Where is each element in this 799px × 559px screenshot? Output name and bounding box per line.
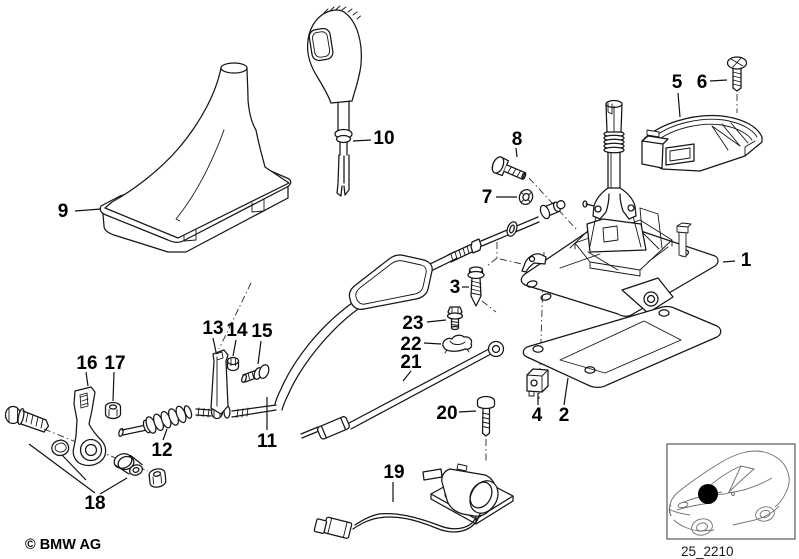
callout-4: 4 bbox=[532, 405, 543, 426]
part-4-block bbox=[526, 368, 549, 397]
part-3-screw bbox=[467, 266, 485, 307]
part-8-pin-bolt bbox=[491, 156, 527, 180]
part-22-clip bbox=[442, 334, 473, 354]
part-2-gasket bbox=[522, 305, 722, 388]
callout-16: 16 bbox=[76, 353, 97, 374]
part-6-screw bbox=[726, 56, 748, 92]
copyright-text: © BMW AG bbox=[25, 537, 101, 553]
part-16-lever bbox=[72, 386, 107, 467]
callouts: 1 2 3 4 5 6 7 8 9 10 11 12 13 14 15 16 1… bbox=[58, 72, 752, 514]
car-outline-icon bbox=[668, 450, 790, 536]
callout-21: 21 bbox=[400, 352, 422, 373]
part-10-gear-knob bbox=[306, 5, 363, 197]
part-23-screw bbox=[446, 306, 464, 331]
part-7-washer bbox=[518, 188, 534, 206]
part-11-selector-rod bbox=[195, 216, 540, 420]
part-21-cable bbox=[300, 340, 505, 440]
callout-19: 19 bbox=[383, 462, 404, 483]
rod-end-pin bbox=[539, 200, 566, 220]
callout-3: 3 bbox=[450, 277, 461, 298]
part-5-cover bbox=[641, 114, 763, 172]
location-dot bbox=[698, 484, 718, 504]
callout-6: 6 bbox=[697, 72, 708, 93]
callout-15: 15 bbox=[251, 321, 273, 342]
callout-1: 1 bbox=[741, 250, 752, 271]
callout-8: 8 bbox=[512, 129, 523, 150]
callout-13: 13 bbox=[202, 318, 223, 339]
part-1-shift-mechanism bbox=[520, 99, 719, 317]
callout-17: 17 bbox=[104, 353, 125, 374]
leader-lines bbox=[28, 79, 736, 502]
part-20-screw bbox=[476, 395, 496, 437]
part-12-spring bbox=[118, 405, 193, 438]
part-18-fastener-set bbox=[4, 405, 167, 488]
part-15-bolt bbox=[241, 364, 270, 383]
part-9-shift-boot bbox=[99, 62, 292, 253]
callout-20: 20 bbox=[436, 403, 457, 424]
thumbnail-frame bbox=[666, 443, 796, 540]
callout-18: 18 bbox=[84, 493, 105, 514]
part-13-bracket bbox=[210, 349, 229, 415]
callout-14: 14 bbox=[226, 320, 248, 341]
callout-12: 12 bbox=[151, 440, 172, 461]
part-17-nut bbox=[104, 401, 122, 420]
callout-23: 23 bbox=[402, 313, 423, 334]
callout-10: 10 bbox=[373, 128, 394, 149]
drawing-number: 25_2210 bbox=[681, 544, 734, 559]
callout-7: 7 bbox=[482, 187, 493, 208]
callout-2: 2 bbox=[559, 405, 570, 426]
part-19-solenoid bbox=[313, 463, 514, 539]
car-location-thumbnail bbox=[666, 443, 796, 540]
callout-9: 9 bbox=[58, 201, 69, 222]
callout-5: 5 bbox=[672, 72, 683, 93]
callout-22: 22 bbox=[400, 334, 421, 355]
callout-11: 11 bbox=[257, 431, 278, 452]
part-14-nut bbox=[226, 356, 240, 372]
